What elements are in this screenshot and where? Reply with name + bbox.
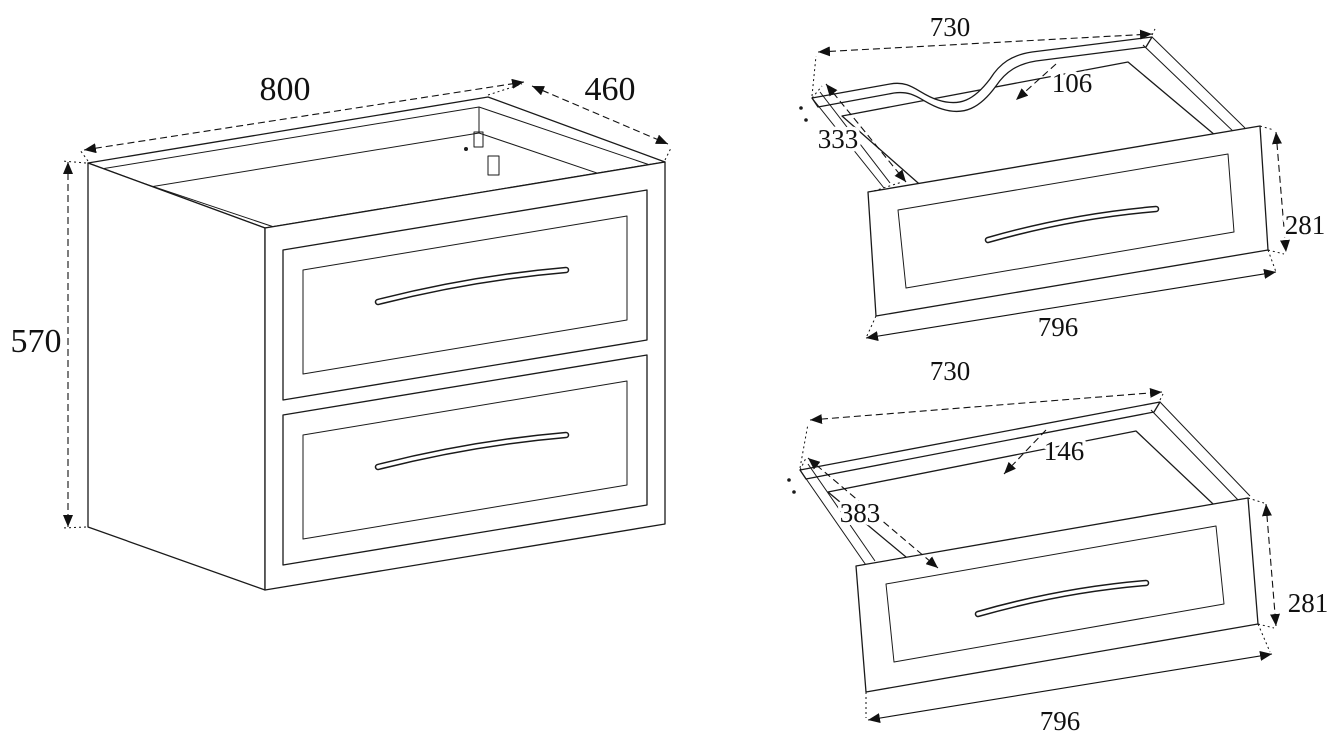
drawer-top-drawing: 730 106 333 281 796 [799,9,1329,346]
dim-line-drawer-bottom-front-width [867,651,1273,723]
dim-line-drawer-bottom-inner-depth [1003,429,1047,475]
drawer-top-right-side [1142,36,1246,135]
extension-line [1159,393,1164,401]
dim-line-cabinet-depth [531,85,669,145]
dim-line-drawer-bottom-width [809,387,1163,425]
screw-hole-icon [464,147,468,151]
extension-line [811,55,817,97]
dim-cabinet-height: 570 [11,323,62,360]
extension-line [1267,249,1277,273]
cabinet-drawer1-panel [302,215,628,375]
extension-line [1257,623,1275,629]
extension-line [1247,497,1265,504]
screw-hole-icon [799,106,803,110]
dim-line-drawer-top-cutout [1015,63,1057,101]
drawer-handle-icon [976,581,1148,616]
dim-drawer-bottom-height: 281 [1288,588,1329,618]
dim-cabinet-depth: 460 [585,71,636,108]
dim-drawer-top-height: 281 [1285,210,1326,240]
bracket-icon [487,155,500,176]
extension-line [664,147,672,161]
dim-cabinet-width: 800 [260,71,311,108]
extension-line [487,83,523,96]
cabinet-drawer2-front [282,354,648,566]
dim-drawer-top-front-width: 796 [1038,312,1079,342]
screw-hole-icon [792,490,796,494]
extension-line [61,526,87,529]
cabinet-drawer1-front [282,189,648,401]
extension-line [79,149,89,162]
screw-hole-icon [787,478,791,482]
dim-drawer-top-cutout: 106 [1052,68,1093,98]
cabinet-left-side [87,162,266,591]
extension-line [799,457,807,471]
dim-line-drawer-top-front-width [865,268,1277,342]
dim-drawer-bottom-inner-depth: 146 [1044,436,1085,466]
dim-line-drawer-top-width [817,29,1153,57]
dim-line-drawer-bottom-height [1261,503,1281,627]
drawer-handle-icon [986,207,1158,242]
extension-line [799,423,809,469]
dim-line-drawer-bottom-depth [807,457,939,569]
extension-line [61,160,87,164]
dim-drawer-top-width: 730 [930,12,971,42]
dim-line-drawer-top-depth [825,83,907,183]
drawer-top-front-inner-panel [897,153,1235,289]
dim-line-drawer-top-height [1272,131,1290,253]
drawer-bottom-right-side [1150,401,1251,504]
dim-drawer-top-depth: 333 [818,124,859,154]
extension-line [1257,623,1271,653]
extension-line [1267,249,1285,255]
drawer-handle-icon [376,268,568,304]
drawer-handle-icon [376,433,568,469]
extension-line [1151,28,1156,36]
dim-drawer-bottom-depth: 383 [840,498,881,528]
extension-line [1259,125,1275,131]
drawer-bottom-drawing: 730 146 383 281 796 [787,353,1332,740]
cabinet-drawer2-panel [302,380,628,540]
extension-line [865,315,877,339]
drawer-bottom-front-inner-panel [885,525,1225,663]
dim-drawer-bottom-front-width: 796 [1040,706,1081,736]
dim-drawer-bottom-width: 730 [930,356,971,386]
cabinet-drawing: 800 460 570 [7,68,672,591]
screw-hole-icon [804,118,808,122]
dim-line-cabinet-width [83,78,525,154]
